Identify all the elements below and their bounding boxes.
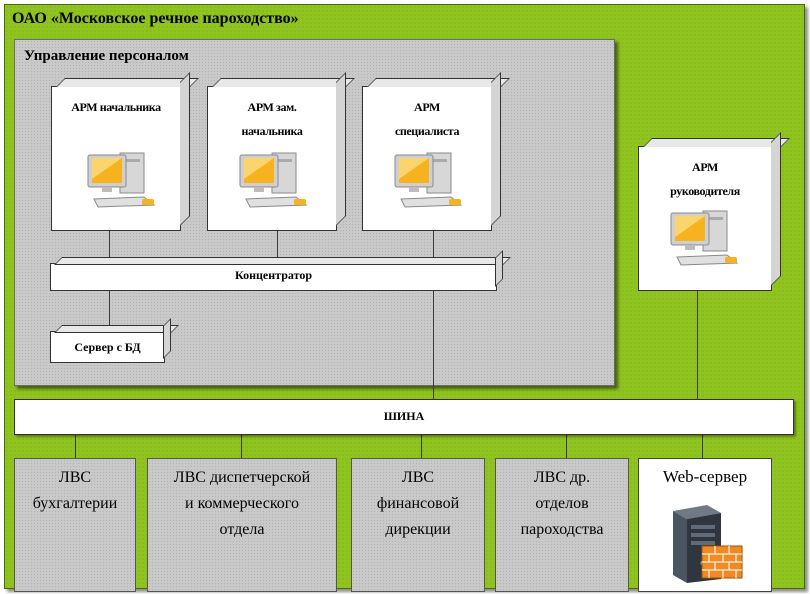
hub[interactable]: Концентратор [50,263,497,291]
lan-finance[interactable]: ЛВС финансовой дирекции [351,458,485,592]
workstation-label: специалиста [394,124,460,138]
workstation-label: АРМ зам. [247,100,297,114]
lan-label: бухгалтерии [32,495,118,512]
lan-label: отделов [535,495,589,512]
lan-other-departments[interactable]: ЛВС др. отделов пароходства [495,458,629,592]
firewall-icon [701,545,743,579]
department-title: Управление персоналом [24,48,189,64]
hub-label: Концентратор [235,268,312,282]
lan-label: и коммерческого [185,495,299,512]
lan-accounting[interactable]: ЛВС бухгалтерии [14,458,136,592]
computer-icon [87,152,156,208]
workstation-specialist[interactable]: АРМ специалиста [362,86,492,231]
lan-label: ЛВС диспетчерской [173,469,311,486]
lan-label: отдела [219,521,265,538]
computer-icon [394,152,463,208]
lan-label: ЛВС др. [533,469,591,486]
connector-line [75,434,76,458]
company-title: ОАО «Московское речное пароходство» [12,10,299,27]
computer-icon [670,210,739,266]
lan-dispatch-commercial[interactable]: ЛВС диспетчерской и коммерческого отдела [147,458,337,592]
web-server[interactable]: Web-сервер [638,458,772,592]
computer-icon [239,152,308,208]
lan-label: дирекции [385,521,451,538]
workstation-manager[interactable]: АРМ руководителя [638,146,772,291]
lan-label: пароходства [520,521,604,538]
web-server-label: Web-сервер [662,467,748,486]
workstation-label: АРМ [414,100,440,114]
connector-line [697,290,698,399]
workstation-deputy[interactable]: АРМ зам. начальника [207,86,337,231]
workstation-label: АРМ [692,160,718,174]
connector-line [433,230,434,263]
lan-label: финансовой [376,495,460,512]
workstation-label: начальника [241,124,303,138]
bus[interactable]: ШИНА [14,399,794,435]
connector-line [566,434,567,458]
workstation-label: АРМ начальника [71,100,161,114]
workstation-chief[interactable]: АРМ начальника [51,86,181,231]
lan-label: ЛВС [58,469,92,486]
workstation-label: руководителя [670,184,740,198]
connector-line [433,290,434,399]
connector-line [241,434,242,458]
connector-line [109,290,110,331]
connector-line [421,434,422,458]
db-server-label: Сервер с БД [74,340,141,354]
db-server[interactable]: Сервер с БД [50,331,165,363]
connector-line [277,230,278,263]
lan-label: ЛВС [401,469,435,486]
connector-line [109,230,110,263]
connector-line [702,434,703,458]
bus-label: ШИНА [383,409,425,423]
